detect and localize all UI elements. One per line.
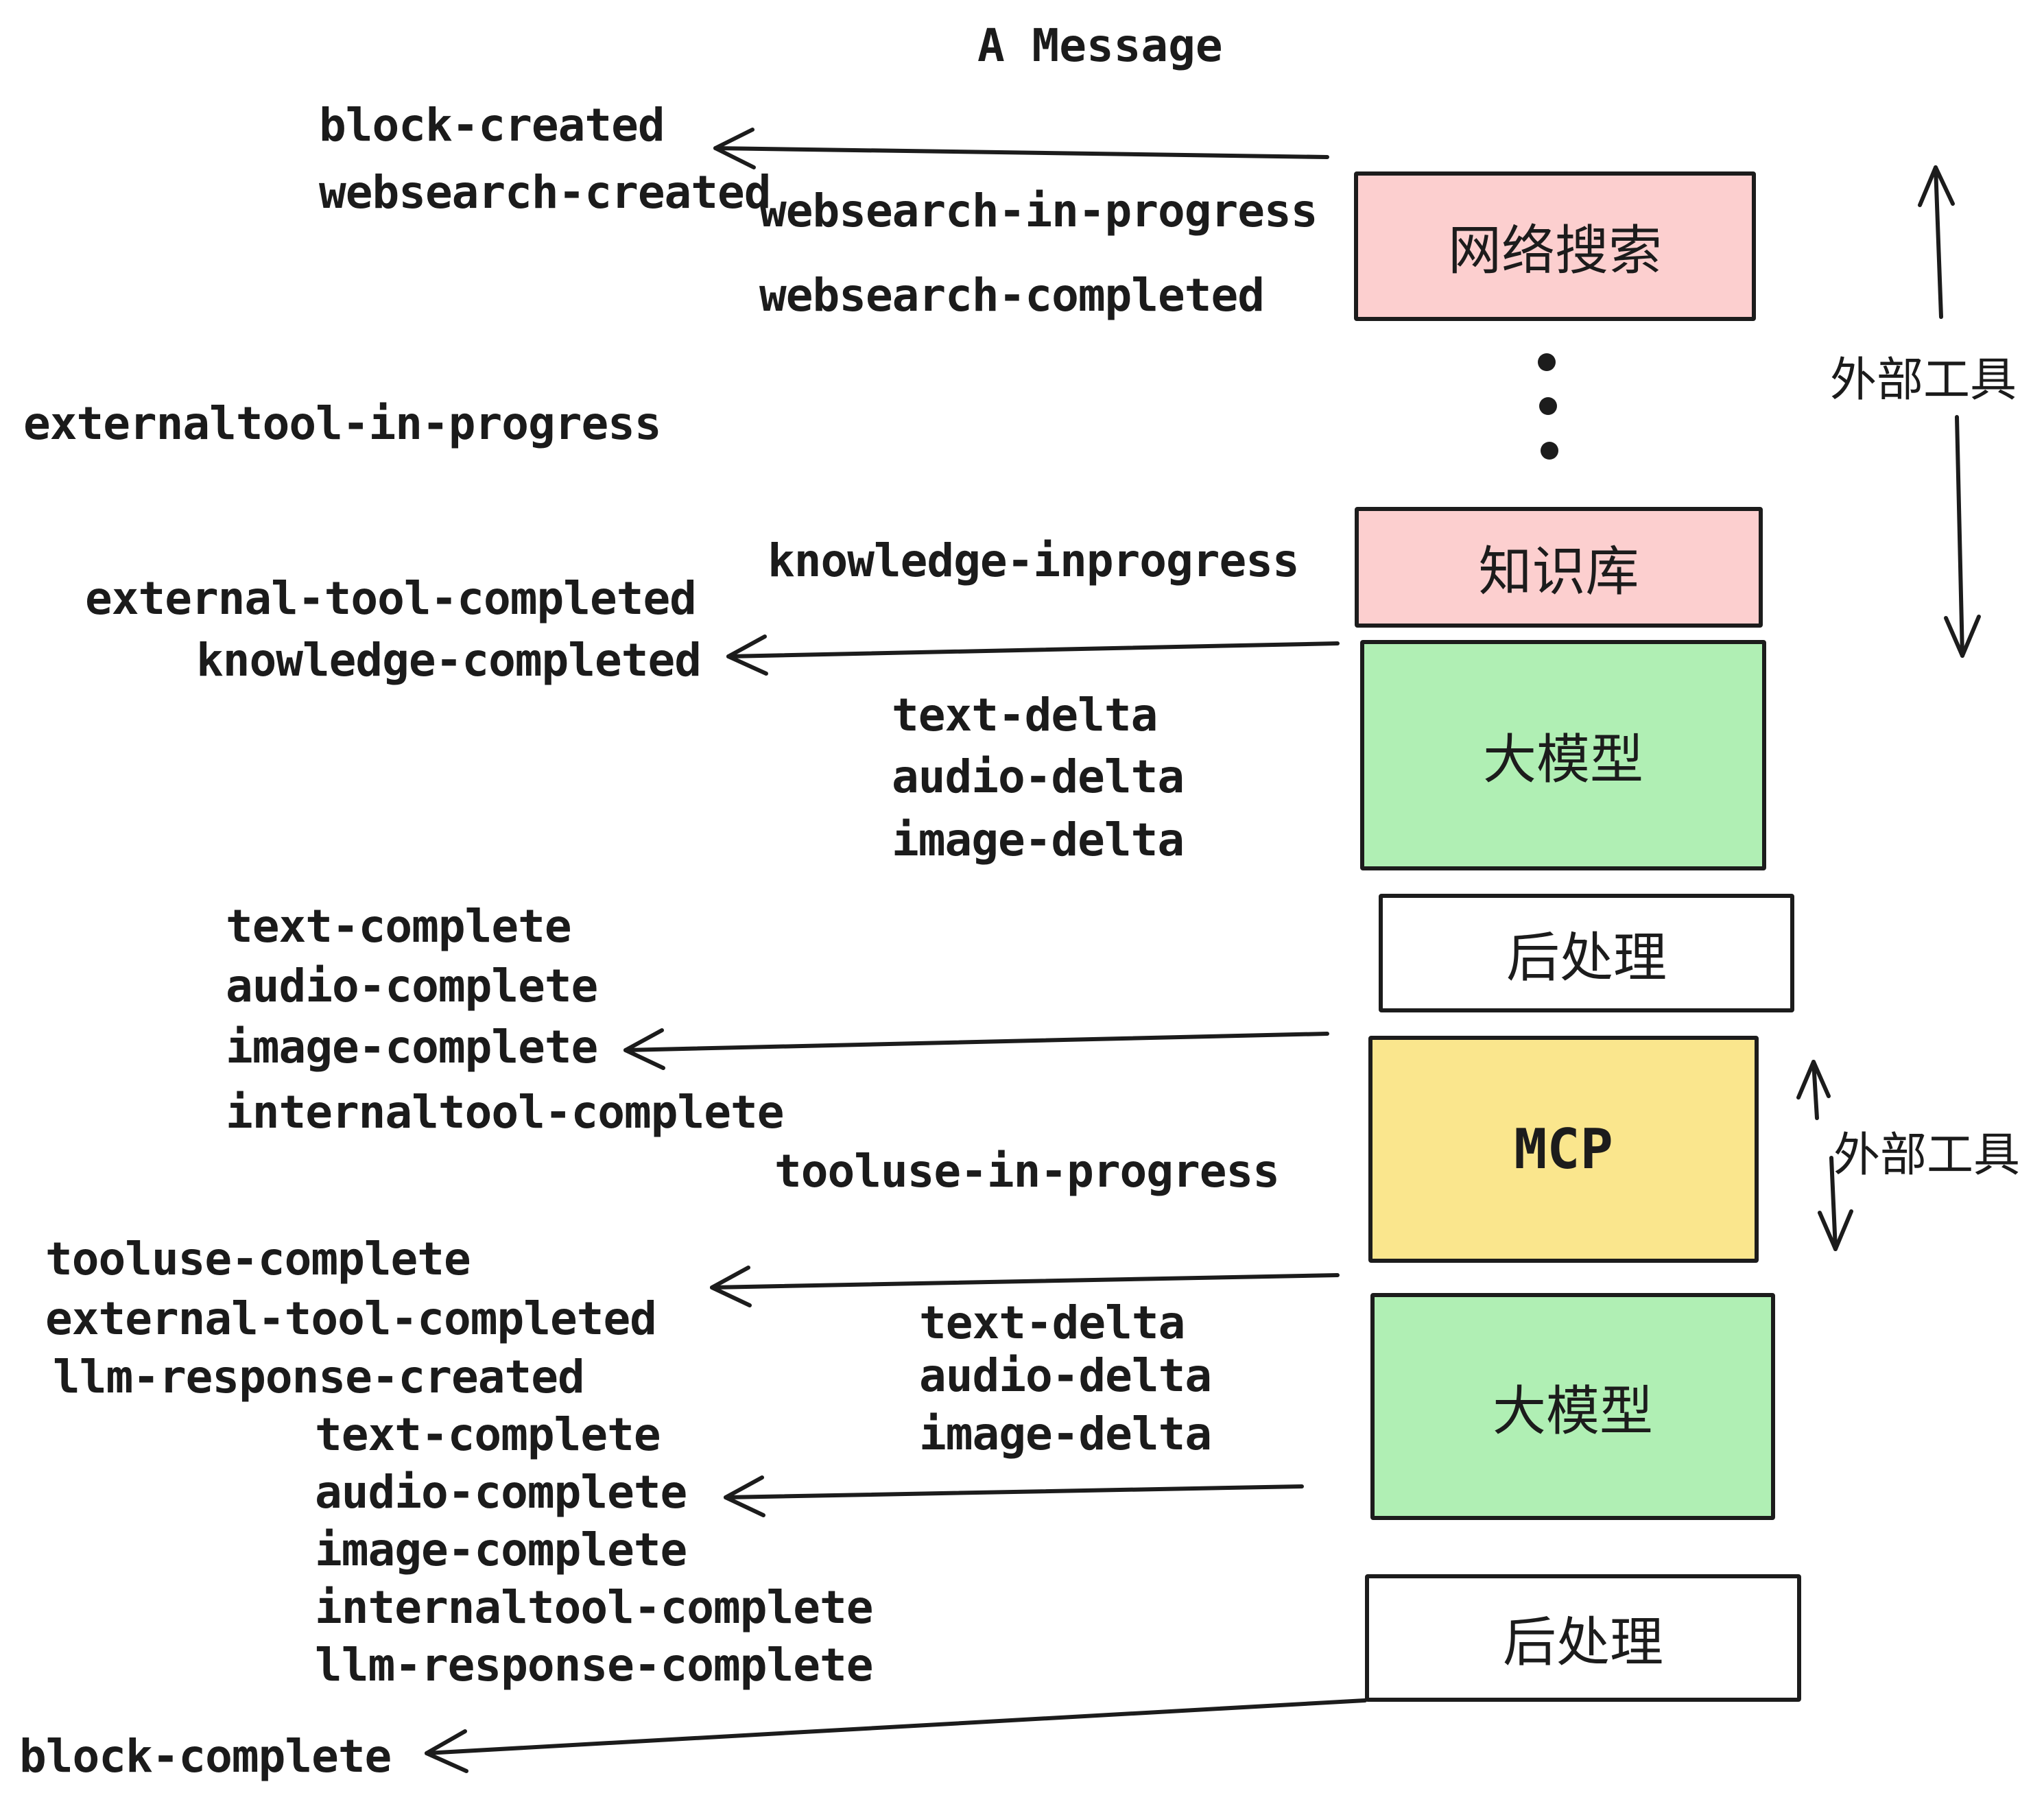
box-websearch-label: 网络搜索 bbox=[1447, 220, 1662, 282]
event-image-delta-2: image-delta bbox=[919, 1408, 1212, 1460]
event-audio-complete-2: audio-complete bbox=[315, 1466, 687, 1519]
box-llm-top-label: 大模型 bbox=[1482, 729, 1643, 791]
event-image-delta: image-delta bbox=[892, 814, 1185, 866]
event-audio-delta-2: audio-delta bbox=[919, 1349, 1212, 1402]
arrow-postprocess-to-complete-events bbox=[623, 1028, 1329, 1070]
event-llm-response-created: llm-response-created bbox=[53, 1351, 585, 1403]
event-text-complete-2: text-complete bbox=[315, 1408, 661, 1461]
label-external-tools-bottom: 外部工具 bbox=[1833, 1128, 2021, 1183]
event-text-delta-2: text-delta bbox=[919, 1296, 1185, 1349]
event-block-created: block-created bbox=[319, 99, 665, 152]
event-audio-complete: audio-complete bbox=[226, 960, 598, 1012]
event-internaltool-complete: internaltool-complete bbox=[226, 1086, 784, 1139]
event-image-complete: image-complete bbox=[226, 1021, 598, 1073]
box-mcp: MCP bbox=[1368, 1036, 1759, 1263]
arrow-websearch-to-created-events bbox=[713, 128, 1329, 169]
event-knowledge-completed: knowledge-completed bbox=[196, 634, 702, 687]
event-llm-response-complete: llm-response-complete bbox=[315, 1639, 873, 1692]
arrow-knowledge-to-completed-events bbox=[726, 634, 1340, 676]
event-tooluse-complete: tooluse-complete bbox=[45, 1233, 471, 1285]
event-text-complete: text-complete bbox=[226, 900, 572, 953]
box-llm-bottom: 大模型 bbox=[1370, 1293, 1775, 1520]
box-postprocess-bottom-label: 后处理 bbox=[1502, 1612, 1663, 1674]
box-postprocess-bottom: 后处理 bbox=[1365, 1574, 1801, 1702]
event-audio-delta: audio-delta bbox=[892, 750, 1185, 803]
box-llm-top: 大模型 bbox=[1360, 640, 1766, 870]
vertical-ellipsis-dots bbox=[1538, 353, 1558, 460]
event-internaltool-complete-2: internaltool-complete bbox=[315, 1581, 873, 1634]
label-external-tools-top: 外部工具 bbox=[1830, 353, 2017, 407]
arrow-llm-to-complete-events bbox=[724, 1475, 1304, 1517]
event-knowledge-inprogress: knowledge-inprogress bbox=[768, 534, 1300, 587]
event-websearch-created: websearch-created bbox=[319, 166, 772, 219]
box-postprocess-top: 后处理 bbox=[1379, 894, 1794, 1012]
event-externaltool-in-progress: externaltool-in-progress bbox=[23, 397, 662, 450]
event-block-complete: block-complete bbox=[19, 1730, 392, 1783]
arrow-mcp-external-up bbox=[1796, 1060, 1831, 1120]
diagram-title: A Message bbox=[977, 19, 1223, 72]
event-tooluse-in-progress: tooluse-in-progress bbox=[774, 1145, 1280, 1198]
event-websearch-completed: websearch-completed bbox=[759, 269, 1265, 322]
arrow-postprocess-to-block-complete bbox=[425, 1698, 1367, 1773]
box-mcp-label: MCP bbox=[1514, 1117, 1613, 1181]
event-image-complete-2: image-complete bbox=[315, 1523, 687, 1576]
box-websearch: 网络搜索 bbox=[1354, 171, 1756, 321]
box-knowledge: 知识库 bbox=[1355, 507, 1763, 628]
box-knowledge-label: 知识库 bbox=[1478, 541, 1639, 603]
box-llm-bottom-label: 大模型 bbox=[1492, 1380, 1653, 1443]
event-websearch-in-progress: websearch-in-progress bbox=[759, 185, 1318, 237]
event-external-tool-completed: external-tool-completed bbox=[85, 572, 697, 625]
event-text-delta: text-delta bbox=[892, 689, 1158, 741]
arrow-external-tools-up bbox=[1918, 165, 1955, 319]
box-postprocess-top-label: 后处理 bbox=[1506, 927, 1667, 989]
event-external-tool-completed-2: external-tool-completed bbox=[45, 1292, 657, 1345]
arrow-external-tools-down bbox=[1944, 415, 1981, 658]
